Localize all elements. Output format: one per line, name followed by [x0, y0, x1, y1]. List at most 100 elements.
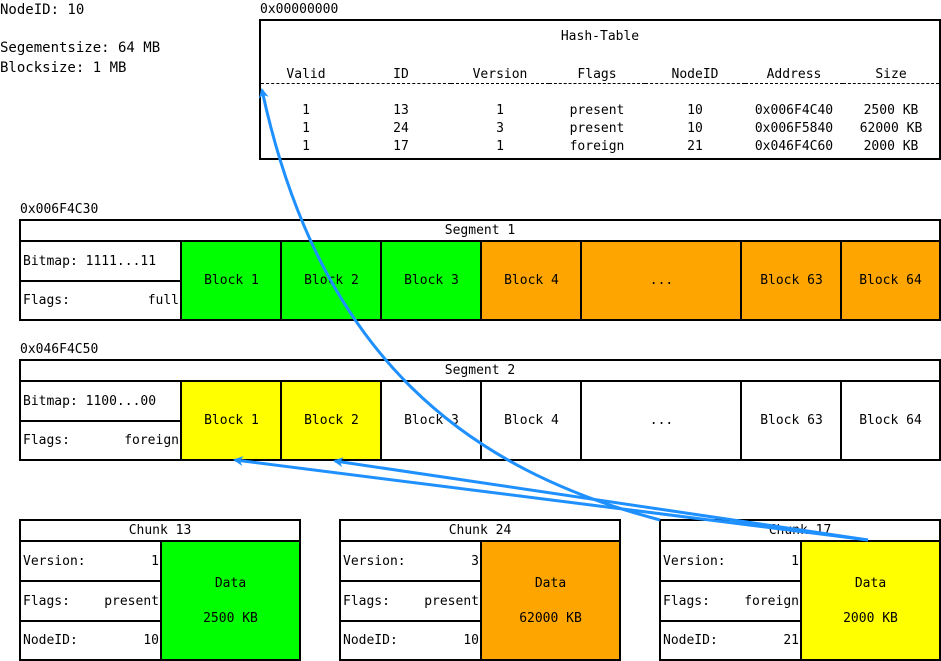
chunk-data-size: 62000 KB: [519, 610, 582, 626]
cell: 13: [393, 103, 409, 118]
header-valid: Valid: [286, 66, 326, 82]
chunk-data-size: 2000 KB: [843, 610, 898, 626]
segment1-block-3: Block 3: [380, 242, 481, 319]
chunk-24: Chunk 24 Version: 3 Flags: present NodeID:…: [339, 519, 621, 661]
chunk-flags-value: present: [104, 593, 159, 609]
chunk-flags: Flags: present: [21, 582, 161, 620]
chunk-flags: Flags: foreign: [661, 582, 801, 620]
segment1-block-1: Block 1: [180, 242, 281, 319]
chunk-title: Chunk 17: [768, 523, 832, 538]
segment1-block-63: Block 63: [740, 242, 841, 319]
cell: 62000 KB: [859, 121, 923, 136]
chunk-title: Chunk 24: [448, 523, 512, 538]
segment2-block-4: Block 4: [480, 382, 581, 459]
cell: 1: [302, 121, 310, 136]
segment-size-label: Segementsize: 64 MB: [0, 40, 161, 56]
segment1-block-4: Block 4: [480, 242, 581, 319]
chunk-nodeid-key: NodeID:: [23, 633, 78, 648]
hashtable: Hash-Table Valid ID Version Flags NodeID…: [259, 19, 941, 160]
chunk-version-value: 3: [471, 553, 479, 569]
chunk-nodeid-key: NodeID:: [343, 633, 398, 648]
chunk-nodeid: NodeID: 10: [341, 622, 481, 659]
chunk-title: Chunk 13: [128, 523, 192, 538]
chunk-nodeid: NodeID:10: [21, 622, 161, 659]
cell: 0x006F4C40: [754, 103, 834, 118]
block-size-label: Blocksize: 1 MB: [0, 60, 127, 76]
segment1-address: 0x006F4C30: [20, 202, 99, 217]
hashtable-address: 0x00000000: [260, 2, 339, 17]
cell: 10: [687, 103, 703, 118]
cell: 17: [393, 139, 409, 154]
chunk-data: Data 2500 KB: [160, 542, 299, 659]
cell: 10: [687, 121, 703, 136]
segment1-flags-key: Flags:: [23, 293, 70, 308]
chunk-data-label: Data: [854, 575, 887, 591]
cell: 1: [496, 139, 504, 154]
cell: 1: [302, 139, 310, 154]
segment1-title: Segment 1: [444, 223, 516, 238]
cell: 24: [393, 121, 409, 136]
hashtable-title: Hash-Table: [560, 29, 640, 44]
chunk-data: Data 62000 KB: [480, 542, 619, 659]
chunk-version: Version: 1: [21, 542, 161, 580]
segment2-block-2: Block 2: [280, 382, 381, 459]
chunk-flags-key: Flags:: [343, 593, 390, 609]
cell: foreign: [569, 139, 625, 154]
chunk-version-value: 1: [791, 553, 799, 569]
chunk-nodeid-key: NodeID:: [663, 633, 718, 648]
cell: 1: [496, 103, 504, 118]
chunk-flags-key: Flags:: [23, 593, 70, 609]
chunk-version: Version: 3: [341, 542, 481, 580]
segment2: Segment 2 Bitmap: 1100...00 Flags: forei…: [19, 359, 941, 461]
segment2-block-ellipsis: ...: [580, 382, 741, 459]
segment2-block-3: Block 3: [380, 382, 481, 459]
header-address: Address: [766, 66, 822, 82]
node-id-label: NodeID: 10: [0, 2, 85, 18]
header-id: ID: [393, 66, 409, 82]
segment1: Segment 1 Bitmap: 1111...11 Flags: full …: [19, 219, 941, 321]
header-size: Size: [875, 66, 907, 82]
chunk-17: Chunk 17 Version:1 Flags: foreign NodeID:…: [659, 519, 941, 661]
segment1-bitmap: Bitmap: 1111...11: [23, 254, 157, 269]
header-nodeid: NodeID: [671, 66, 719, 82]
cell: 21: [687, 139, 703, 154]
chunk-version-key: Version:: [343, 553, 406, 569]
header-version: Version: [472, 66, 528, 82]
cell: 0x006F5840: [754, 121, 834, 136]
segment2-flags-value: foreign: [124, 433, 179, 448]
segment1-block-ellipsis: ...: [580, 242, 741, 319]
cell: 2500 KB: [863, 103, 919, 118]
chunk-flags-key: Flags:: [663, 593, 710, 609]
hashtable-header-row: Valid ID Version Flags NodeID Address Si…: [261, 65, 939, 84]
chunk-data-label: Data: [214, 575, 247, 591]
segment2-flags-key: Flags:: [23, 433, 70, 448]
chunk-data: Data 2000 KB: [800, 542, 939, 659]
chunk-13: Chunk 13 Version: 1 Flags: present NodeID:…: [19, 519, 301, 661]
segment1-block-2: Block 2: [280, 242, 381, 319]
segment2-block-63: Block 63: [740, 382, 841, 459]
chunk-version-value: 1: [151, 553, 159, 569]
cell: present: [569, 103, 625, 118]
cell: present: [569, 121, 625, 136]
header-flags: Flags: [577, 66, 617, 82]
chunk-version-key: Version:: [23, 553, 86, 569]
cell: 0x046F4C60: [754, 139, 834, 154]
segment1-flags-value: full: [147, 293, 179, 308]
cell: 3: [496, 121, 504, 136]
table-row: 1 13 1 present 10 0x006F4C40 2500 KB: [261, 102, 939, 120]
chunk-flags: Flags: present: [341, 582, 481, 620]
table-row: 1 17 1 foreign 21 0x046F4C60 2000 KB: [261, 138, 939, 156]
chunk-nodeid-value: 10: [463, 633, 479, 648]
hashtable-grid: Valid ID Version Flags NodeID Address Si…: [261, 65, 939, 156]
segment2-title: Segment 2: [444, 363, 516, 378]
chunk-flags-value: foreign: [744, 593, 799, 609]
chunk-nodeid: NodeID:21: [661, 622, 801, 659]
segment2-block-1: Block 1: [180, 382, 281, 459]
segment2-flags: Flags: foreign: [21, 422, 181, 459]
chunk-flags-value: present: [424, 593, 479, 609]
chunk-version: Version:1: [661, 542, 801, 580]
cell: 1: [302, 103, 310, 118]
chunk-data-size: 2500 KB: [203, 610, 258, 626]
cell: 2000 KB: [863, 139, 919, 154]
segment1-flags: Flags: full: [21, 282, 181, 319]
